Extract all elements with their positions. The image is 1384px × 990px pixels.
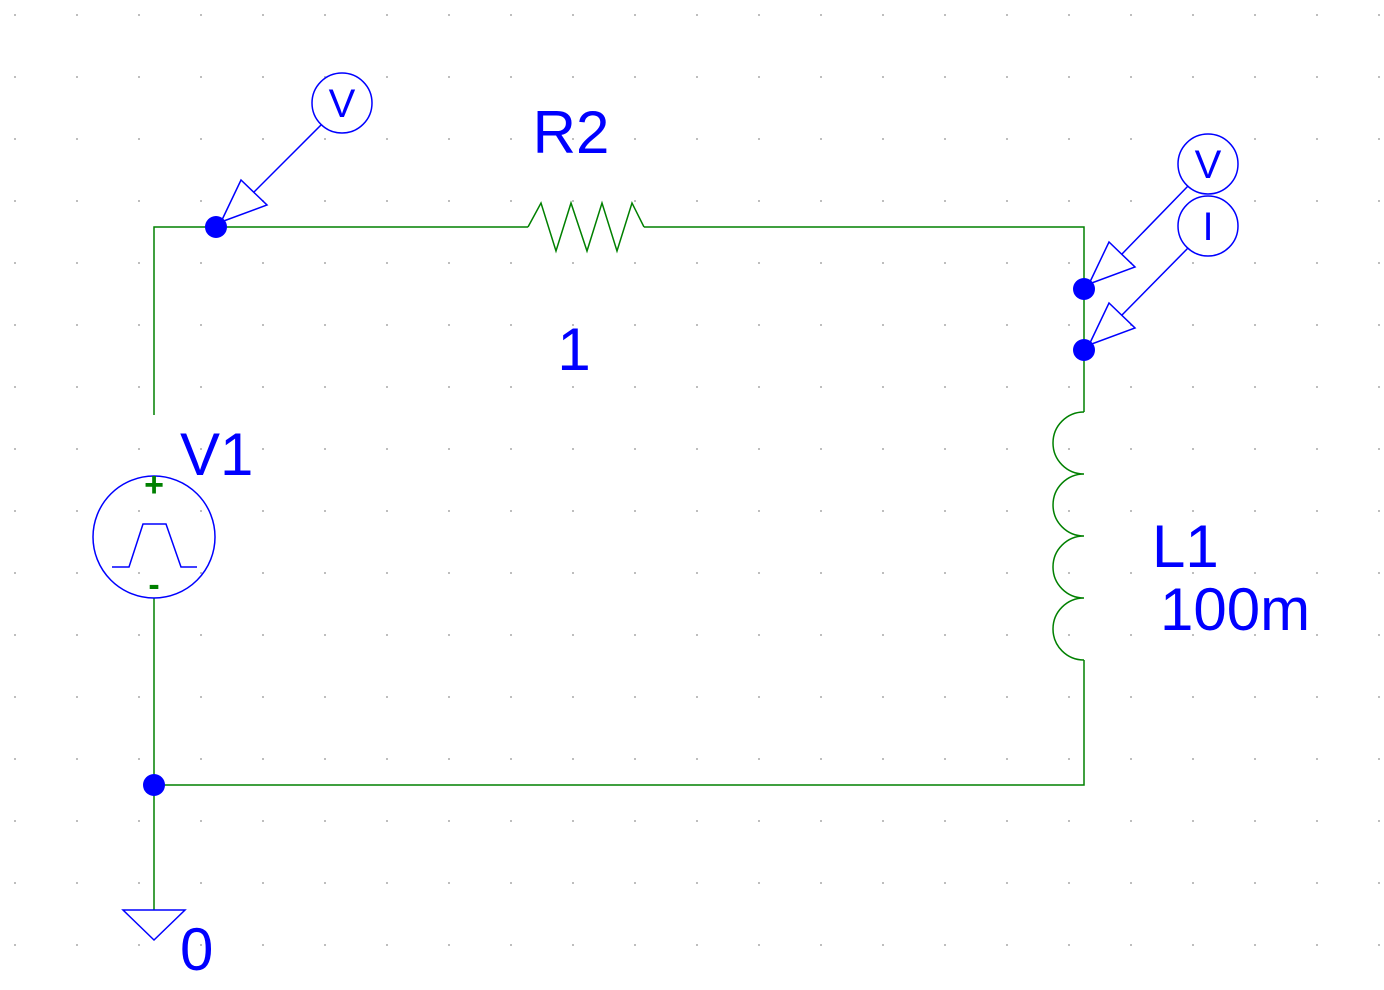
junction-dot — [1073, 339, 1095, 361]
probe-label: V — [329, 82, 356, 126]
source-minus-sign: - — [148, 566, 159, 604]
l1-ref-label[interactable]: L1 — [1152, 513, 1219, 580]
probe-lead — [1121, 246, 1190, 316]
probe-lead — [1121, 184, 1190, 255]
probe-label: V — [1195, 143, 1222, 187]
voltage-probe-icon — [1177, 133, 1239, 195]
probe-arrow-icon — [219, 178, 269, 224]
current-probe-icon — [1177, 195, 1239, 257]
probe-arrow-icon — [1087, 240, 1137, 286]
inductor-coil-icon — [1052, 411, 1085, 661]
wire-bottom[interactable] — [153, 598, 1085, 786]
ground-net-label[interactable]: 0 — [180, 916, 213, 983]
source-plus-sign: + — [144, 466, 164, 504]
ground-symbol[interactable]: 0 — [121, 909, 213, 983]
wire-top-left[interactable] — [153, 226, 528, 415]
junction-dot — [143, 774, 165, 796]
source-v1[interactable]: + - V1 — [92, 421, 253, 604]
voltage-probe-inductor[interactable]: V — [1087, 133, 1239, 286]
wires — [153, 226, 1085, 910]
voltage-probe-icon — [311, 72, 373, 134]
voltage-probe-source[interactable]: V — [219, 72, 373, 224]
probe-arrow-icon — [1087, 301, 1137, 347]
r2-ref-label[interactable]: R2 — [533, 99, 610, 166]
probe-label: I — [1202, 205, 1213, 249]
inductor-l1[interactable]: L1 100m — [1052, 411, 1310, 661]
resistor-zigzag-icon — [527, 200, 645, 254]
junction-dot — [1073, 278, 1095, 300]
current-probe-inductor[interactable]: I — [1087, 195, 1239, 347]
l1-value-label[interactable]: 100m — [1160, 576, 1310, 643]
wire-top-right[interactable] — [644, 226, 1085, 412]
r2-value-label[interactable]: 1 — [557, 316, 590, 383]
pulse-waveform-icon — [112, 523, 197, 568]
junction-dot — [205, 216, 227, 238]
resistor-r2[interactable]: R2 1 — [527, 99, 645, 383]
source-body-icon — [92, 475, 216, 599]
ground-triangle-icon — [121, 909, 187, 942]
junctions — [143, 216, 1095, 796]
v1-ref-label[interactable]: V1 — [180, 421, 253, 488]
probe-lead — [253, 124, 322, 193]
